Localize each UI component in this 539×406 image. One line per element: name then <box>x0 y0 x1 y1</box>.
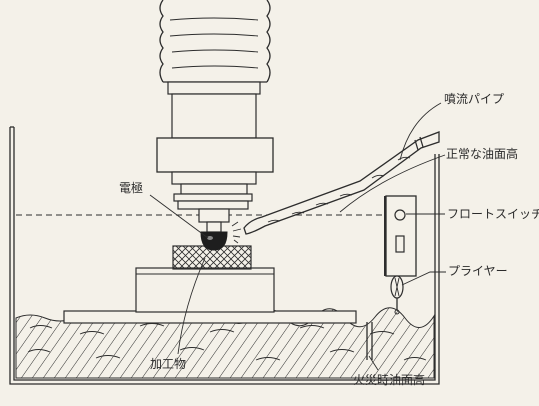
oil-tank <box>9 126 440 385</box>
base-plate <box>63 310 357 324</box>
fire-oil-level-mark <box>366 322 373 360</box>
label-electrode: 電極 <box>119 181 144 195</box>
work-table <box>135 267 275 313</box>
float-switch <box>384 195 417 277</box>
electrode-holder <box>156 81 274 233</box>
pliers <box>390 275 404 315</box>
leader-lines <box>149 102 446 371</box>
label-pliers: プライヤー <box>448 264 508 278</box>
label-jet-pipe: 噴流パイプ <box>444 92 505 106</box>
electrode-tip <box>200 231 228 251</box>
label-fire-oil-level: 火災時油面高 <box>353 373 426 387</box>
bellows <box>159 0 271 83</box>
label-normal-oil-level: 正常な油面高 <box>446 147 519 161</box>
jet-pipe <box>243 131 440 235</box>
spark-marks <box>231 221 242 244</box>
label-workpiece: 加工物 <box>150 357 187 371</box>
label-float-switch: フロートスイッチ <box>447 207 539 221</box>
